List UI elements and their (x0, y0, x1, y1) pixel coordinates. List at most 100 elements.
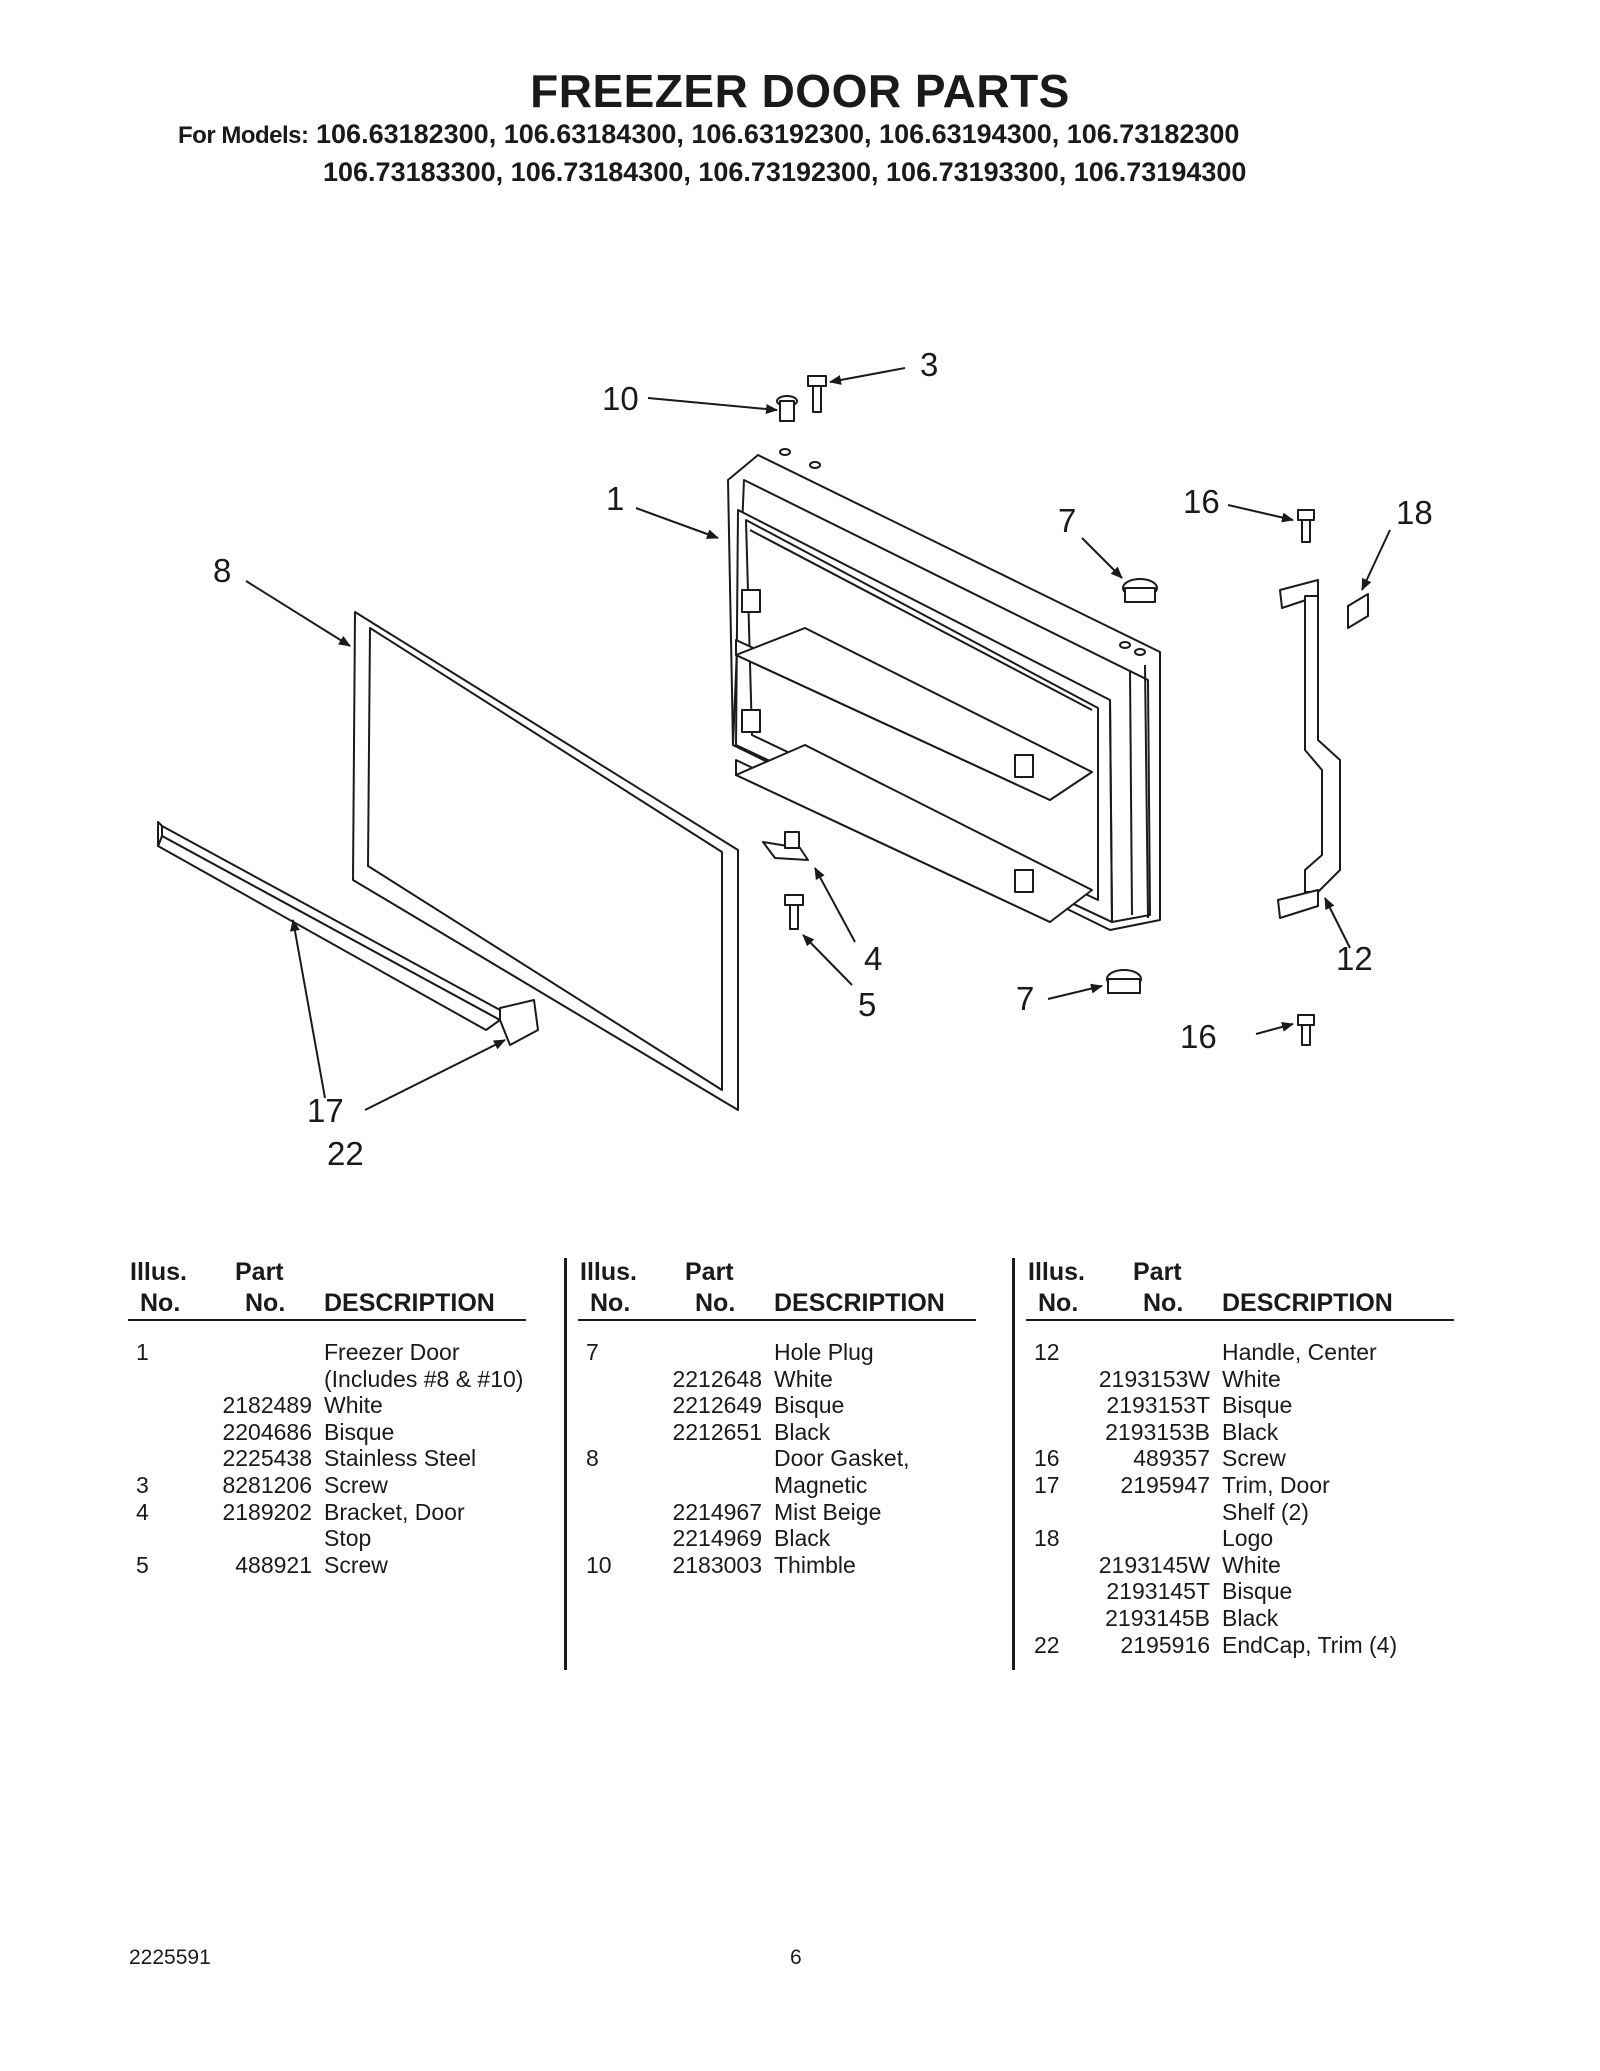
description-cell: Bisque (324, 1418, 395, 1445)
description-cell: Black (1222, 1604, 1279, 1631)
part-number-cell: 2193153T (1106, 1392, 1210, 1419)
part-number-cell: 2193153B (1105, 1418, 1210, 1445)
part-number-cell: 2212649 (672, 1392, 762, 1419)
description-cell: Door Gasket, (774, 1445, 910, 1472)
callout-label: 22 (327, 1135, 364, 1172)
illus-number-cell: 7 (586, 1339, 599, 1365)
part-number-cell: 2183003 (672, 1551, 762, 1578)
page-number: 6 (790, 1946, 802, 1969)
description-cell: Screw (1222, 1445, 1286, 1472)
screw-bottom-drawing (784, 894, 804, 930)
table-header: Illus. No. Part No. DESCRIPTION (578, 1255, 976, 1321)
screw-top-drawing (807, 375, 827, 413)
illus-number-cell: 18 (1034, 1525, 1060, 1552)
door-shelf-trim-drawing (157, 821, 539, 1046)
part-number-cell: 2182489 (222, 1392, 312, 1419)
callout-label: 8 (213, 552, 231, 589)
description-cell: Shelf (2) (1222, 1498, 1309, 1525)
part-number-cell: 2193145W (1098, 1551, 1210, 1578)
description-header: DESCRIPTION (1222, 1289, 1393, 1317)
table-row: 2193153T Bisque (1026, 1392, 1454, 1419)
description-cell: White (774, 1365, 833, 1392)
part-header-line2: No. (695, 1289, 736, 1317)
screw-handle-top-drawing (1297, 509, 1315, 543)
part-number-cell: 2189202 (222, 1498, 312, 1525)
description-cell: Black (1222, 1418, 1279, 1445)
model-list: For Models: 106.63182300, 106.63184300, … (178, 116, 1246, 190)
part-number-cell: 2212648 (672, 1365, 762, 1392)
description-cell: Hole Plug (774, 1339, 874, 1365)
callout-label: 10 (602, 380, 639, 417)
part-number-cell: 2195947 (1120, 1471, 1210, 1498)
models-line-1: 106.63182300, 106.63184300, 106.63192300… (316, 119, 1240, 149)
screw-handle-bottom-drawing (1297, 1014, 1315, 1046)
description-cell: White (1222, 1365, 1281, 1392)
illus-header-line1: Illus. (580, 1258, 637, 1286)
part-number-cell: 2225438 (222, 1445, 312, 1472)
part-number-cell: 8281206 (222, 1471, 312, 1498)
part-number-cell: 2214969 (672, 1525, 762, 1552)
description-cell: Screw (324, 1551, 388, 1578)
parts-table-2: Illus. No. Part No. DESCRIPTION 7 Hole Pl… (578, 1255, 976, 1673)
part-header-line2: No. (245, 1289, 286, 1317)
table-row: 18 Logo (1026, 1525, 1454, 1552)
description-cell: Stainless Steel (324, 1445, 477, 1472)
logo-drawing (1347, 593, 1369, 629)
table-row: 2182489 White (128, 1392, 526, 1419)
illus-header-line2: No. (590, 1289, 631, 1317)
callout-label: 7 (1016, 980, 1034, 1017)
illus-header-line2: No. (1038, 1289, 1079, 1317)
description-cell: Bisque (774, 1392, 845, 1419)
part-number-cell: 2193145B (1105, 1604, 1210, 1631)
description-cell: Bracket, Door (324, 1498, 465, 1525)
door-gasket-drawing (352, 611, 739, 1111)
description-cell: White (324, 1392, 383, 1419)
part-header-line1: Part (235, 1258, 284, 1286)
description-cell: Stop (324, 1525, 372, 1552)
table-row: Shelf (2) (1026, 1499, 1454, 1526)
model-list-line-1: For Models: 106.63182300, 106.63184300, … (178, 116, 1246, 154)
part-header-line1: Part (685, 1258, 734, 1286)
callout-label: 5 (858, 986, 876, 1023)
description-cell: Magnetic (774, 1471, 868, 1498)
part-number-cell: 488921 (235, 1551, 312, 1578)
callout-label: 1 (606, 480, 624, 517)
table-row: 2193145W White (1026, 1552, 1454, 1579)
illus-header-line2: No. (140, 1289, 181, 1317)
callout-label: 4 (864, 940, 882, 977)
part-number-cell: 2214967 (672, 1498, 762, 1525)
description-cell: Logo (1222, 1525, 1274, 1552)
illus-number-cell: 12 (1034, 1339, 1060, 1365)
part-number-cell: 489357 (1133, 1445, 1210, 1472)
table-header: Illus. No. Part No. DESCRIPTION (1026, 1255, 1454, 1321)
table-row: 2193145B Black (1026, 1605, 1454, 1632)
description-cell: Screw (324, 1471, 388, 1498)
part-number-cell: 2212651 (672, 1418, 762, 1445)
description-cell: Bisque (1222, 1392, 1293, 1419)
table-header: Illus. No. Part No. DESCRIPTION (128, 1255, 526, 1321)
illus-number-cell: 17 (1034, 1471, 1060, 1498)
description-cell: Trim, Door (1222, 1471, 1330, 1498)
table-row: Magnetic (578, 1472, 976, 1499)
illus-number-cell: 10 (586, 1551, 612, 1578)
description-cell: White (1222, 1551, 1281, 1578)
part-header-line2: No. (1143, 1289, 1184, 1317)
callout-label: 7 (1058, 502, 1076, 539)
table-row: 2193153B Black (1026, 1419, 1454, 1446)
illus-number-cell: 1 (136, 1339, 149, 1365)
